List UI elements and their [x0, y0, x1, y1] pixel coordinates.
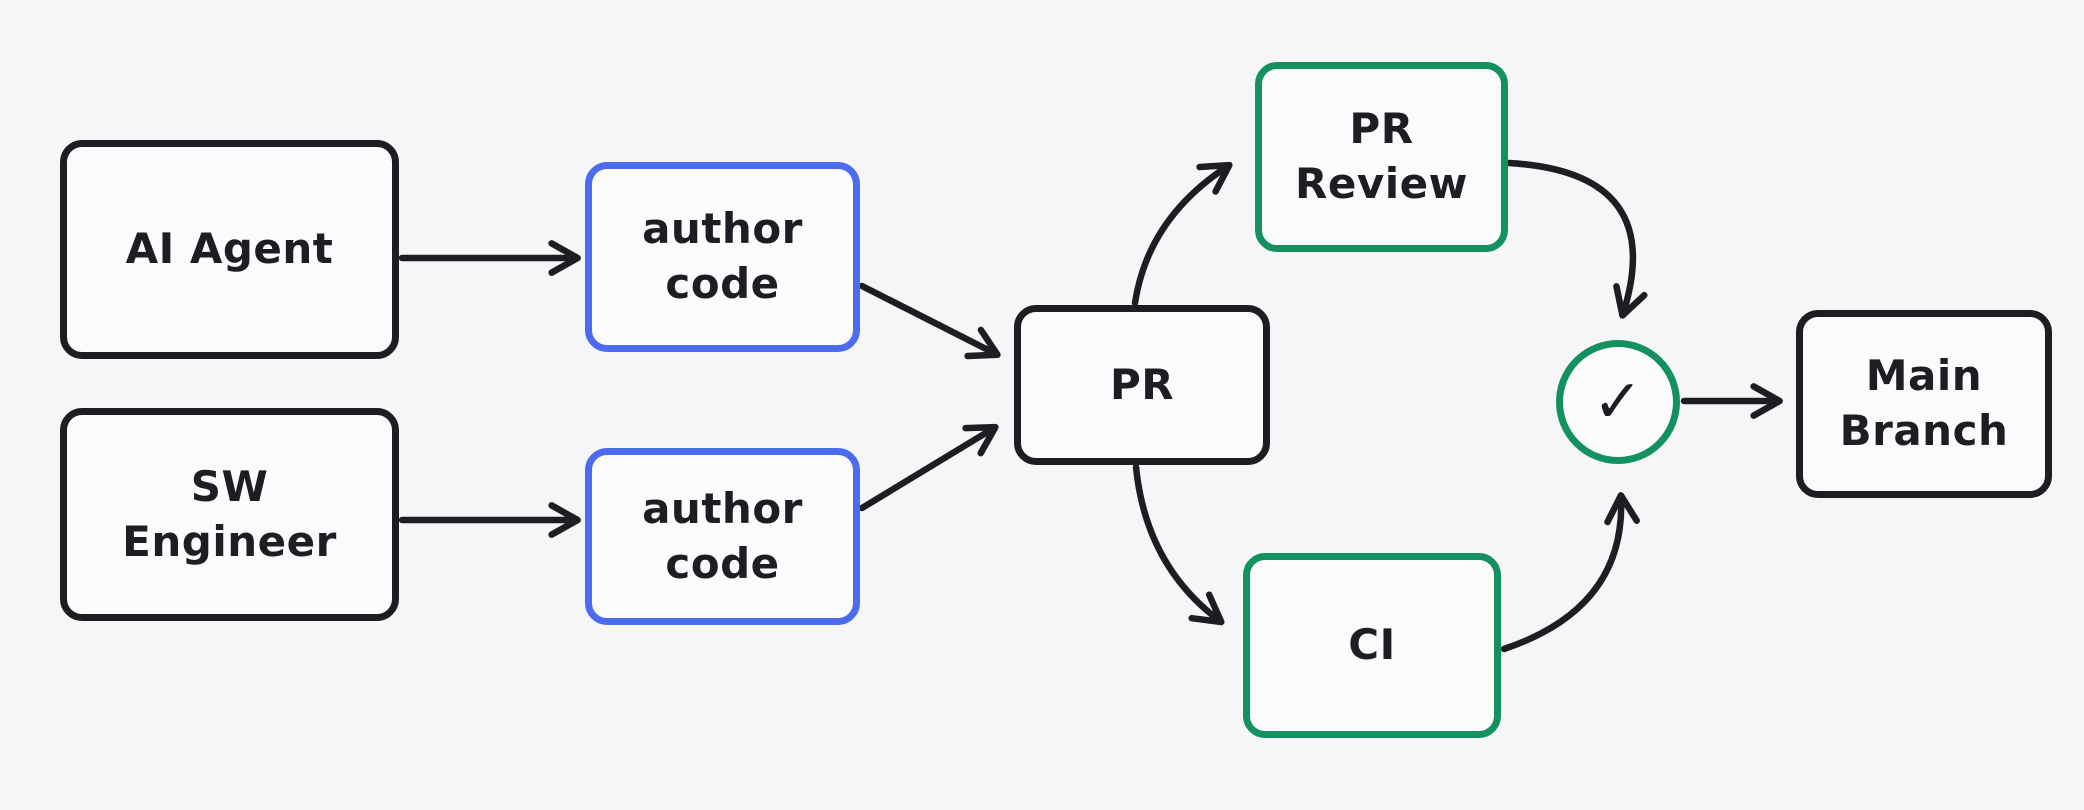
- node-sw-engineer: SW Engineer: [60, 408, 399, 621]
- node-author-code-top: author code: [585, 162, 860, 352]
- node-pr: PR: [1014, 305, 1270, 465]
- edge-pr-review-to-check-arrow: [1505, 159, 1648, 319]
- node-ai-agent: AI Agent: [60, 140, 399, 359]
- node-ci: CI: [1243, 553, 1501, 738]
- approved-check-circle: ✓: [1556, 340, 1680, 464]
- node-main-branch-label: Main Branch: [1839, 351, 2009, 455]
- edge-pr-to-ci-arrow: [1132, 463, 1225, 626]
- node-author-code-bottom-label: author code: [642, 483, 803, 588]
- edge-ci-to-check-arrow: [1500, 492, 1640, 653]
- node-main-branch: Main Branch: [1796, 310, 2052, 498]
- node-ai-agent-label: AI Agent: [125, 224, 334, 274]
- edge-pr-to-pr-review-arrow: [1131, 161, 1233, 307]
- edge-author-code-top-to-pr-arrow: [858, 282, 1001, 360]
- node-author-code-bottom: author code: [585, 448, 860, 625]
- node-pr-label: PR: [1109, 359, 1175, 409]
- node-pr-review: PR Review: [1255, 62, 1508, 252]
- checkmark-icon: ✓: [1592, 367, 1644, 437]
- node-sw-engineer-label: SW Engineer: [122, 461, 337, 566]
- node-ci-label: CI: [1348, 620, 1396, 670]
- node-author-code-top-label: author code: [642, 204, 803, 308]
- edge-author-code-bottom-to-pr-arrow: [858, 423, 999, 512]
- node-pr-review-label: PR Review: [1295, 104, 1468, 208]
